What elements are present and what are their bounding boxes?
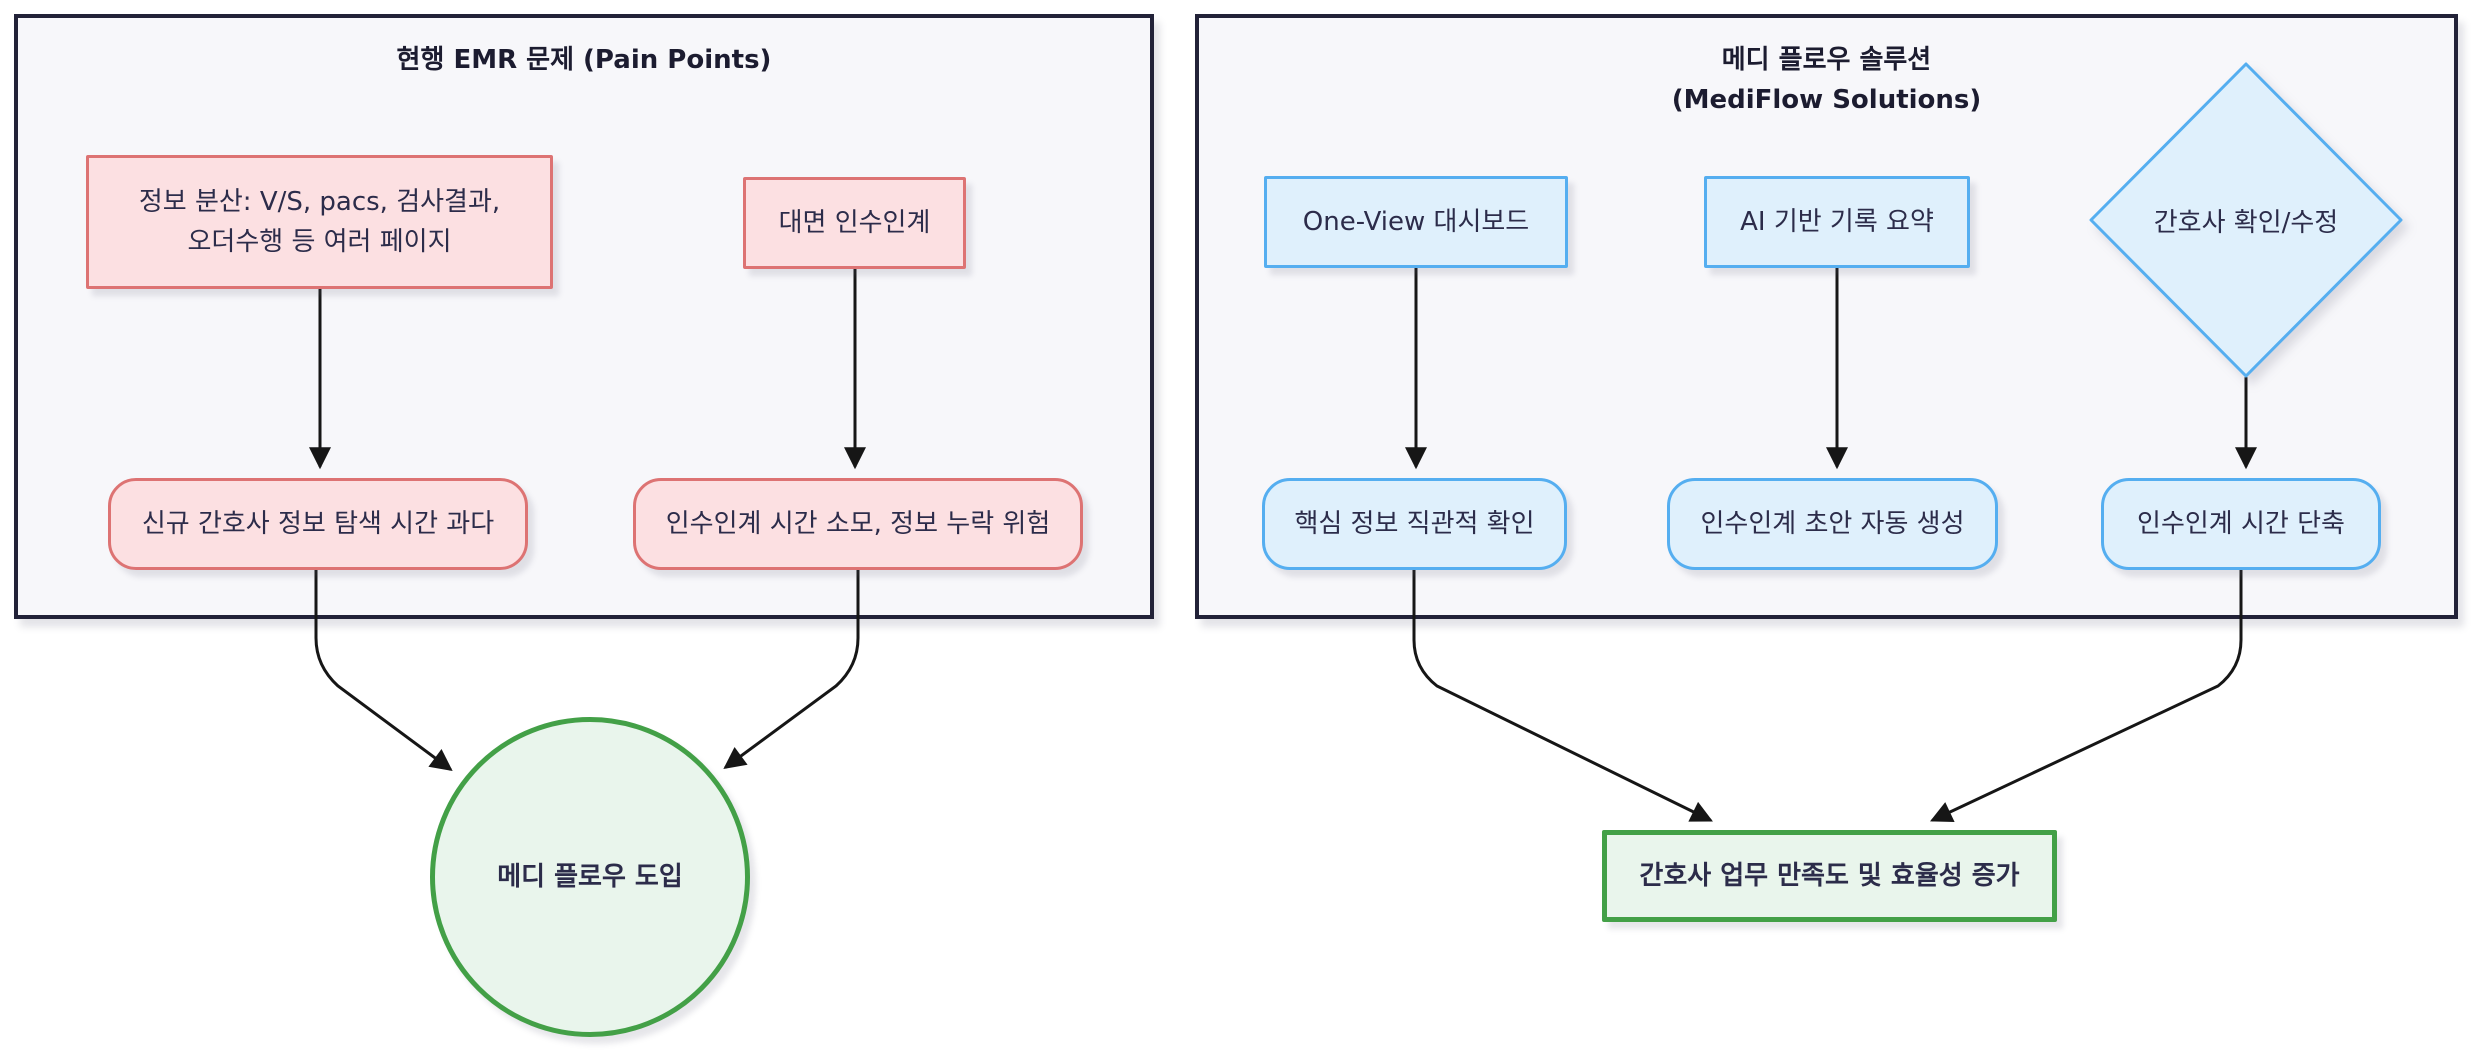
node-mediflow-adoption: 메디 플로우 도입 xyxy=(430,717,750,1037)
node-ai-record-summary: AI 기반 기록 요약 xyxy=(1704,176,1970,268)
node-handover-draft-auto: 인수인계 초안 자동 생성 xyxy=(1667,478,1998,570)
node-nurse-confirm-edit-label: 간호사 확인/수정 xyxy=(2153,207,2339,238)
solutions-panel-title: 메디 플로우 솔루션 (MediFlow Solutions) xyxy=(1199,40,2454,120)
node-nurse-confirm-edit: 간호사 확인/수정 xyxy=(2089,62,2403,378)
node-nurse-satisfaction-outcome: 간호사 업무 만족도 및 효율성 증가 xyxy=(1602,830,2057,922)
node-search-time-excess: 신규 간호사 정보 탐색 시간 과다 xyxy=(108,478,528,570)
node-info-fragmentation-line1: 정보 분산: V/S, pacs, 검사결과, xyxy=(138,187,501,217)
diamond-shape xyxy=(2089,62,2403,378)
node-handover-time-risk: 인수인계 시간 소모, 정보 누락 위험 xyxy=(633,478,1083,570)
solutions-panel-title-line1: 메디 플로우 솔루션 xyxy=(1721,45,1932,75)
node-handover-time-reduced: 인수인계 시간 단축 xyxy=(2101,478,2381,570)
node-key-info-check: 핵심 정보 직관적 확인 xyxy=(1262,478,1567,570)
node-info-fragmentation-line2: 오더수행 등 여러 페이지 xyxy=(187,227,452,257)
node-face-to-face-handover: 대면 인수인계 xyxy=(743,177,966,269)
solutions-panel-title-line2: (MediFlow Solutions) xyxy=(1671,85,1982,115)
edge-risk-to-adoption xyxy=(723,568,860,769)
node-oneview-dashboard: One-View 대시보드 xyxy=(1264,176,1568,268)
pain-points-panel-title: 현행 EMR 문제 (Pain Points) xyxy=(396,45,772,75)
edge-time-reduced-to-outcome xyxy=(1930,568,2243,822)
edge-search-time-to-adoption xyxy=(314,568,453,771)
node-info-fragmentation: 정보 분산: V/S, pacs, 검사결과, 오더수행 등 여러 페이지 xyxy=(86,155,553,289)
edge-key-info-to-outcome xyxy=(1412,568,1713,822)
